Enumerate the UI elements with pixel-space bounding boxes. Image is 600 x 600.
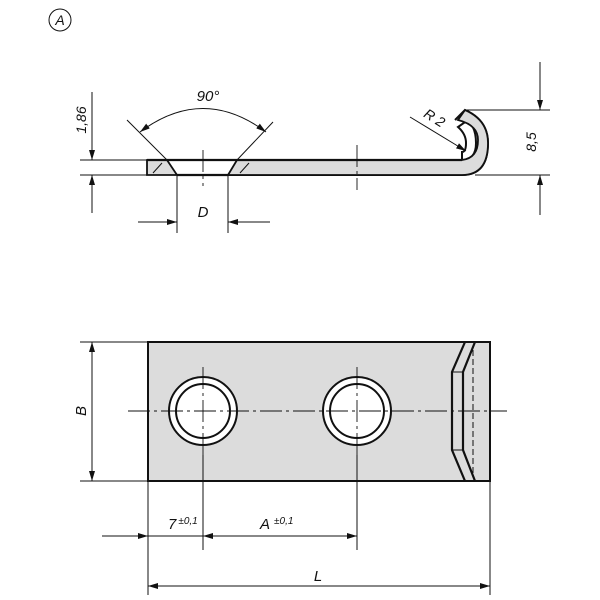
height-label: 8,5 [523,132,539,152]
diameter-label: D [198,204,209,221]
edge-offset-label: 7±0,1 [168,516,198,533]
top-view: B 7±0,1 A±0,1 L [73,341,507,595]
hole-spacing-label: A±0,1 [259,516,293,533]
side-view: 90° 1,86 D R 2 8,5 [73,62,550,233]
length-label: L [314,568,322,585]
view-label: A [54,12,64,28]
plate-fill [226,108,489,176]
angle-label: 90° [197,88,220,105]
thickness-label: 1,86 [73,106,89,133]
view-label-circle: A [48,8,72,32]
plate-section [146,159,179,176]
width-label: B [73,406,90,416]
